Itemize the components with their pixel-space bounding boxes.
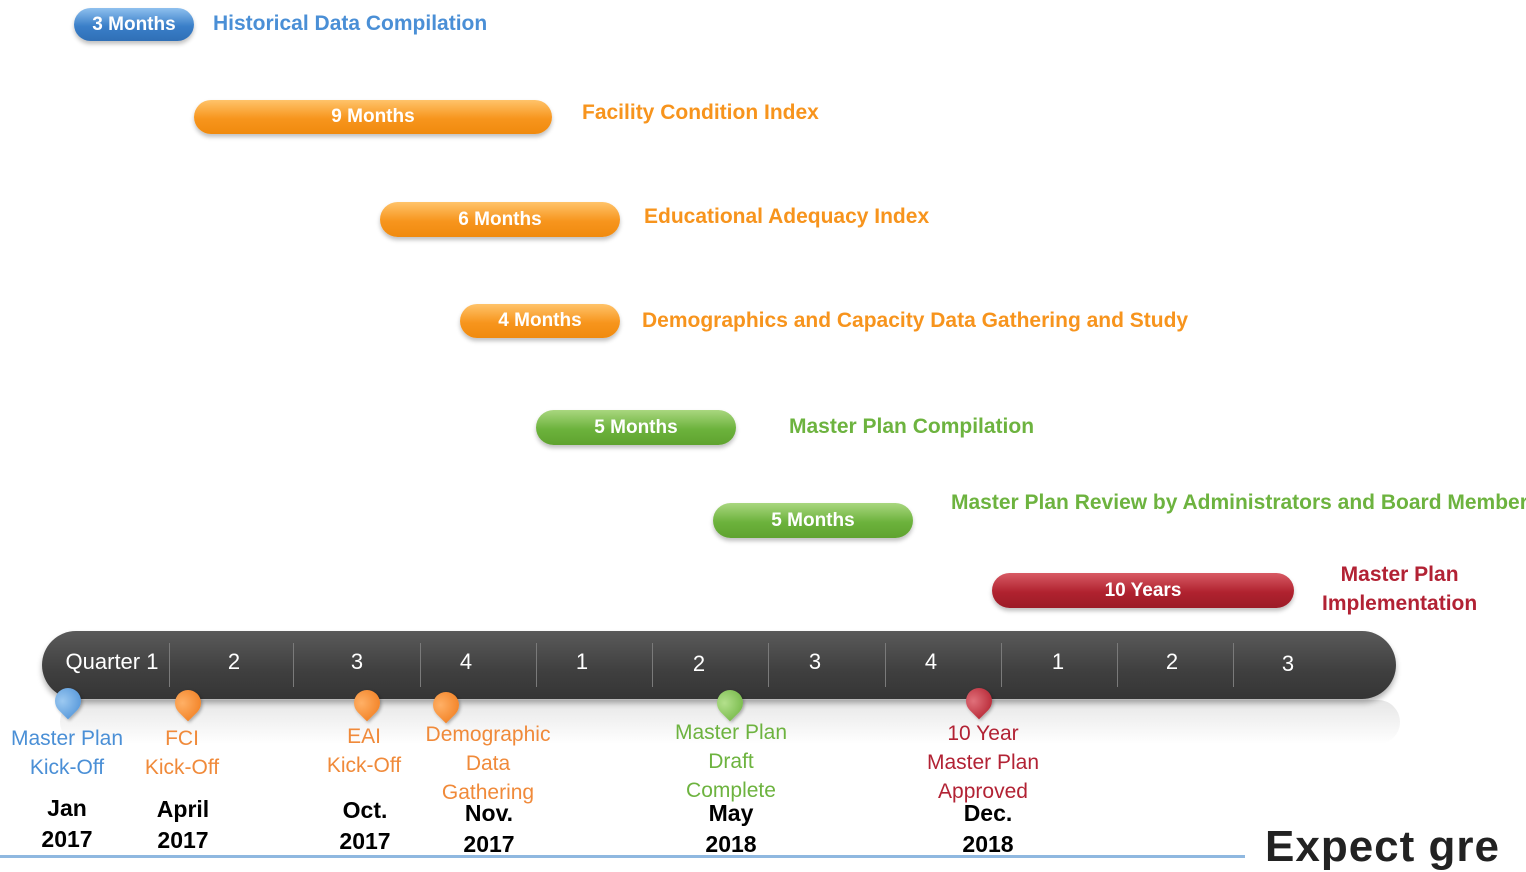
quarter-timeline: Quarter 1 2 3 4 1 2 3 4 1 2 3 (42, 631, 1396, 699)
milestone-label: FCI Kick-Off (145, 724, 219, 782)
footer-tagline: Expect gre (1265, 822, 1500, 871)
quarter-divider (768, 643, 769, 687)
phase-bar-historical: 3 Months (74, 8, 194, 41)
date-year: 2017 (463, 831, 515, 857)
quarter-divider (652, 643, 653, 687)
milestone-label: EAI Kick-Off (327, 722, 401, 780)
phase-bar-compilation: 5 Months (536, 410, 736, 445)
milestone-line: Approved (938, 780, 1028, 803)
phase-duration: 6 Months (458, 208, 542, 230)
date-year: 2018 (962, 831, 1014, 857)
phase-label-review: Master Plan Review by Administrators and… (951, 491, 1526, 514)
quarter-divider (169, 643, 170, 687)
milestone-date: May 2018 (705, 798, 756, 860)
quarter-label: 2 (227, 649, 241, 674)
phase-label-implementation: Master Plan Implementation (1322, 560, 1477, 618)
quarter-divider (1233, 643, 1234, 687)
milestone-line: Kick-Off (326, 754, 402, 777)
milestone-line: Master Plan (674, 721, 788, 744)
milestone-date: April 2017 (157, 794, 209, 856)
phase-duration: 9 Months (331, 106, 415, 127)
date-month: Nov. (464, 800, 514, 826)
quarter-label: 1 (575, 649, 589, 674)
phase-duration: 4 Months (498, 310, 582, 331)
quarter-label: 2 (1165, 649, 1179, 674)
milestone-line: Kick-Off (29, 756, 105, 779)
date-month: Oct. (342, 797, 388, 823)
quarter-divider (293, 643, 294, 687)
phase-label-line: Master Plan (1340, 563, 1459, 586)
milestone-line: Gathering (441, 781, 535, 804)
milestone-line: FCI (165, 727, 199, 750)
milestone-line: 10 Year (947, 722, 1019, 745)
phase-duration: 10 Years (1104, 579, 1182, 601)
quarter-divider (420, 643, 421, 687)
date-month: Jan (47, 795, 87, 821)
phase-label-fci: Facility Condition Index (582, 101, 819, 124)
milestone-line: Demographic (425, 723, 551, 746)
date-month: May (708, 800, 754, 826)
milestone-line: Complete (686, 779, 776, 802)
milestone-line: Kick-Off (144, 756, 220, 779)
milestone-date: Jan 2017 (41, 793, 92, 855)
quarter-divider (536, 643, 537, 687)
quarter-label: 3 (808, 649, 822, 674)
phase-label-line: Implementation (1322, 592, 1478, 615)
date-year: 2018 (705, 831, 757, 857)
quarter-divider (1117, 643, 1118, 687)
milestone-line: EAI (347, 725, 381, 748)
phase-duration: 5 Months (771, 509, 855, 531)
phase-label-historical: Historical Data Compilation (213, 12, 488, 35)
quarter-label: 2 (692, 651, 706, 676)
quarter-label: Quarter 1 (65, 649, 159, 674)
milestone-line: Draft (708, 750, 754, 773)
date-year: 2017 (41, 826, 93, 852)
quarter-label: 4 (924, 649, 938, 674)
date-month: Dec. (963, 800, 1013, 826)
footer-divider (0, 855, 1245, 858)
phase-label-compilation: Master Plan Compilation (789, 415, 1035, 438)
quarter-divider (885, 643, 886, 687)
quarter-label: 3 (350, 649, 364, 674)
date-year: 2017 (339, 828, 391, 854)
date-month: April (156, 796, 210, 822)
milestone-date: Nov. 2017 (463, 798, 514, 860)
milestone-line: Master Plan (10, 727, 124, 750)
quarter-label: 4 (459, 649, 473, 674)
phase-duration: 3 Months (92, 13, 176, 35)
quarter-divider (1001, 643, 1002, 687)
milestone-label: 10 Year Master Plan Approved (927, 719, 1039, 806)
milestone-date: Oct. 2017 (339, 795, 390, 857)
phase-bar-fci: 9 Months (194, 100, 552, 134)
phase-bar-implementation: 10 Years (992, 573, 1294, 608)
phase-bar-eai: 6 Months (380, 202, 620, 237)
milestone-label: Demographic Data Gathering (426, 720, 551, 807)
milestone-date: Dec. 2018 (962, 798, 1013, 860)
milestone-label: Master Plan Draft Complete (675, 718, 787, 805)
phase-bar-demographics: 4 Months (460, 304, 620, 338)
milestone-line: Data (465, 752, 511, 775)
phase-label-demographics: Demographics and Capacity Data Gathering… (642, 309, 1189, 332)
quarter-label: 3 (1281, 651, 1295, 676)
milestone-line: Master Plan (926, 751, 1040, 774)
milestone-label: Master Plan Kick-Off (11, 724, 123, 782)
phase-label-eai: Educational Adequacy Index (644, 205, 930, 228)
phase-duration: 5 Months (594, 416, 678, 438)
phase-bar-review: 5 Months (713, 503, 913, 538)
quarter-label: 1 (1051, 649, 1065, 674)
date-year: 2017 (157, 827, 209, 853)
